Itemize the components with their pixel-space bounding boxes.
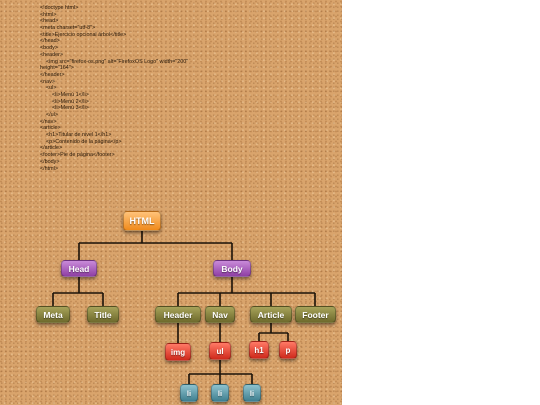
node-h1-label: h1 — [254, 345, 264, 355]
code-line: <ul> — [40, 85, 57, 92]
node-head-label: Head — [68, 263, 90, 274]
node-footer: Footer — [295, 306, 336, 323]
node-body: Body — [213, 260, 251, 277]
code-line: <html> — [40, 11, 57, 18]
node-li-2-label: li — [217, 388, 223, 398]
node-h1: h1 — [249, 341, 269, 359]
code-line: height="164"> — [40, 65, 74, 72]
node-li-1: li — [180, 384, 198, 402]
code-line: <title>Ejercicio opcional árbol</title> — [40, 31, 127, 38]
code-line: <p>Contenido de la página</p> — [40, 138, 122, 145]
node-li-3-label: li — [249, 388, 255, 398]
node-title-label: Title — [94, 309, 112, 320]
node-article-label: Article — [257, 309, 285, 320]
code-line: <head> — [40, 18, 59, 25]
code-line: </header> — [40, 71, 65, 78]
slide-canvas: <!doctype html><html><head><meta charset… — [0, 0, 342, 405]
node-img: img — [165, 343, 191, 361]
code-line: <h1>Titular de nivel 1</h1> — [40, 132, 112, 139]
code-line: </nav> — [40, 118, 57, 125]
node-html-label: HTML — [129, 216, 155, 226]
node-header-label: Header — [163, 309, 193, 320]
edge-body-children — [177, 276, 316, 306]
node-meta-label: Meta — [43, 309, 63, 320]
code-line: <nav> — [40, 78, 55, 85]
node-img-label: img — [170, 347, 186, 357]
node-li-1-label: li — [186, 388, 192, 398]
code-line: <li>Menú 1</li> — [40, 91, 89, 98]
node-p: p — [279, 341, 297, 359]
code-line: <li>Menú 2</li> — [40, 98, 89, 105]
node-footer-label: Footer — [302, 309, 329, 320]
edge-ul-items — [188, 360, 253, 384]
code-line: </article> — [40, 145, 63, 152]
edge-head-children — [52, 276, 104, 306]
code-line: </html> — [40, 165, 58, 172]
node-article: Article — [250, 306, 292, 323]
node-title: Title — [87, 306, 119, 323]
code-line: <!doctype html> — [40, 5, 79, 11]
code-line: <body> — [40, 45, 58, 52]
code-line: <footer>Pie de página</footer> — [40, 152, 115, 159]
edge-article-children — [258, 323, 289, 341]
node-body-label: Body — [221, 263, 243, 274]
node-li-3: li — [243, 384, 261, 402]
code-line: <article> — [40, 125, 61, 132]
code-line: <header> — [40, 51, 64, 58]
code-line: </ul> — [40, 112, 58, 118]
html-source-code: <!doctype html><html><head><meta charset… — [40, 5, 188, 172]
edge-html-children — [78, 231, 233, 261]
code-line: <img src="firefox-os.png" alt="FirefoxOS… — [40, 58, 189, 65]
node-ul: ul — [209, 342, 231, 360]
code-line: <li>Menú 3</li> — [40, 105, 89, 112]
tree-connectors — [52, 231, 316, 384]
code-line: </body> — [40, 158, 60, 165]
node-meta: Meta — [36, 306, 70, 323]
node-header: Header — [155, 306, 201, 323]
code-line: <meta charset="utf-8"> — [40, 25, 96, 32]
node-li-2: li — [211, 384, 229, 402]
node-html: HTML — [123, 211, 161, 231]
code-line: </head> — [40, 38, 60, 45]
node-nav: Nav — [205, 306, 235, 323]
node-head: Head — [61, 260, 97, 277]
node-nav-label: Nav — [212, 309, 228, 320]
node-ul-label: ul — [216, 346, 224, 356]
node-p-label: p — [285, 345, 291, 355]
